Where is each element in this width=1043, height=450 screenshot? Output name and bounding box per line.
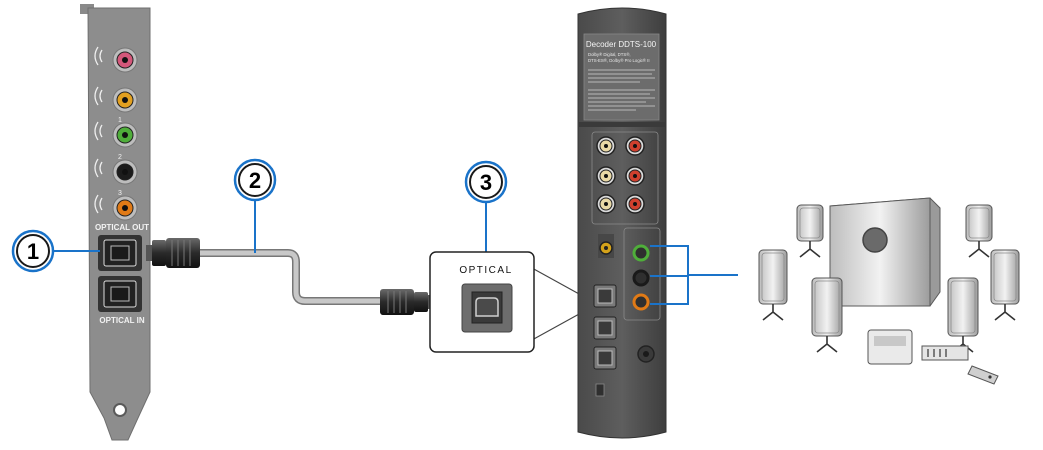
audio-jack-hole (122, 57, 128, 63)
satellite-speaker (811, 277, 843, 337)
inset-port-slot (475, 297, 499, 317)
bracket-hole (113, 403, 127, 417)
jack-number: 1 (118, 117, 122, 124)
rca-input-center (633, 144, 637, 148)
rca-input-center (633, 202, 637, 206)
satellite-speaker (947, 277, 979, 337)
callout-1: 1 (11, 229, 100, 273)
speaker-grille (968, 207, 990, 239)
speaker-symbol-icon (94, 46, 103, 66)
speaker-stand (762, 304, 784, 321)
decoder-subtitle-line-2: DTS-ES®, Dolby® Pro Logic® II (588, 58, 650, 63)
decoder-fine-print (588, 69, 655, 111)
speaker-grille (950, 280, 976, 334)
callout-1-inner (16, 234, 50, 268)
speaker-stand (816, 336, 838, 353)
optical-out-label: OPTICAL OUT (95, 223, 149, 232)
callout-3-inner (469, 165, 503, 199)
audio-jacks: 1 2 3 (94, 46, 138, 221)
left-plug-grip (166, 238, 200, 268)
satellite-speaker (796, 204, 824, 242)
sound-card-bracket: 1 2 3 OPTICAL OUT OPTICAL IN (80, 4, 151, 441)
speaker-symbol-icon (94, 121, 103, 141)
optical-in-slot (110, 286, 130, 302)
speaker-stand (994, 304, 1016, 321)
speaker-grille (761, 252, 785, 302)
rca-input-center (633, 174, 637, 178)
subwoofer-front (829, 197, 931, 307)
left-plug-tip (146, 245, 152, 261)
optical-input-3-slot (597, 350, 613, 366)
audio-jack-hole (122, 97, 128, 103)
analog-input-jacks (596, 136, 645, 214)
rear-output-jack[interactable] (632, 269, 650, 287)
bracket-plate (87, 7, 151, 441)
analog-inputs-box (591, 131, 659, 225)
callout-1-number: 1 (27, 239, 39, 264)
optical-out-slot (110, 245, 130, 261)
front-output-jack[interactable] (632, 244, 650, 262)
audio-jack-hole (122, 132, 128, 138)
center-sub-output-jack[interactable] (632, 293, 650, 311)
subwoofer-port (862, 227, 888, 253)
callout-2-number: 2 (249, 168, 261, 193)
optical-cable (146, 238, 436, 315)
remote-control (967, 365, 999, 385)
amplifier-unit (921, 345, 969, 361)
inset-optical-label: OPTICAL (459, 265, 512, 276)
remote-button (988, 375, 992, 379)
decoder-unit: Decoder DDTS-100 Dolby® Digital, DTS®, D… (577, 7, 738, 439)
audio-outputs-box (623, 227, 661, 321)
rca-input-center (604, 174, 608, 178)
cable-outline (200, 249, 385, 305)
speaker-system (758, 197, 1020, 385)
jack-number: 2 (118, 154, 122, 161)
power-jack-pin (643, 351, 649, 357)
speaker-config-switch[interactable] (595, 383, 605, 397)
audio-jack-hole (122, 205, 128, 211)
satellite-speakers (758, 204, 1020, 353)
decoder-subtitle-line-1: Dolby® Digital, DTS®, (588, 52, 631, 57)
speaker-symbol-icon (94, 86, 103, 106)
speaker-grille (993, 252, 1017, 302)
right-plug-grip (380, 289, 414, 315)
rca-input-center (604, 144, 608, 148)
speaker-grille (814, 280, 840, 334)
right-plug-body (414, 292, 428, 312)
optical-inset: OPTICAL (429, 251, 591, 353)
optical-input-1-slot (597, 288, 613, 304)
callout-2-inner (238, 163, 272, 197)
left-plug-body (152, 240, 166, 266)
speaker-symbol-icon (94, 158, 103, 178)
satellite-speaker (990, 249, 1020, 305)
callout-3: 3 (464, 160, 508, 252)
callout-3-number: 3 (480, 170, 492, 195)
audio-jack-hole (122, 169, 128, 175)
cable-core (200, 250, 385, 304)
coaxial-jack-center (604, 246, 608, 250)
control-module (867, 329, 913, 365)
speaker-stand (968, 241, 990, 258)
rca-input-center (604, 202, 608, 206)
bracket-tab (80, 4, 94, 14)
satellite-speaker (758, 249, 788, 305)
speaker-stand (799, 241, 821, 258)
satellite-speaker (965, 204, 993, 242)
decoder-bevel (579, 122, 665, 127)
optical-in-label: OPTICAL IN (99, 316, 144, 325)
decoder-title: Decoder DDTS-100 (586, 40, 657, 49)
speaker-grille (799, 207, 821, 239)
callout-2: 2 (233, 158, 277, 253)
control-module-panel (874, 336, 906, 346)
optical-input-2-slot (597, 320, 613, 336)
speaker-symbol-icon (94, 194, 103, 214)
jack-number: 3 (118, 190, 122, 197)
